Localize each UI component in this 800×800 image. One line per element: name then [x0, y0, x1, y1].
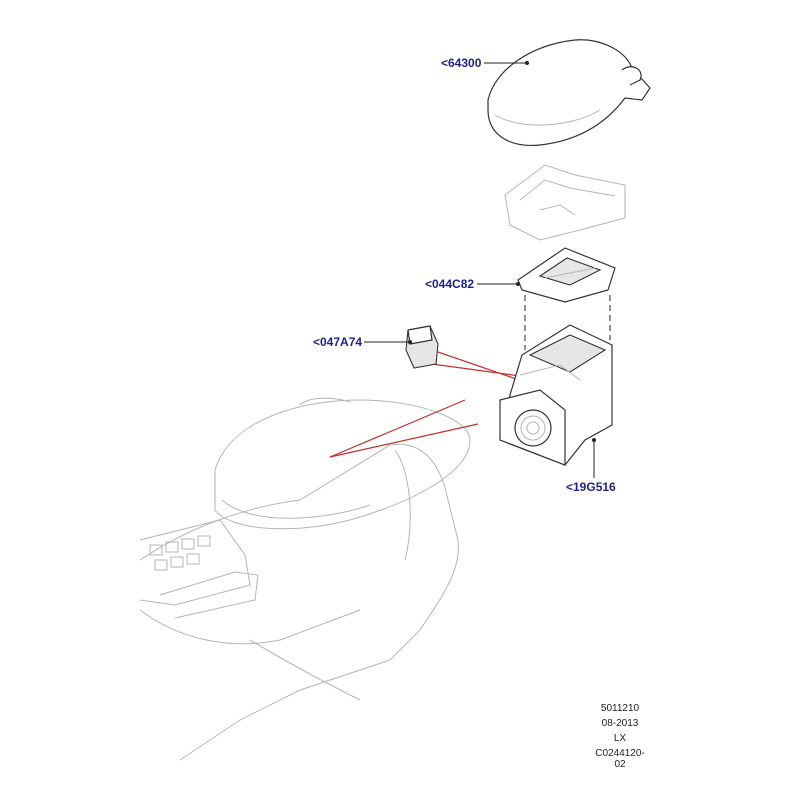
callout-64300: <64300: [441, 56, 482, 70]
center-console-context: [139, 397, 471, 761]
footer-code-2: C0244120-02: [595, 748, 645, 770]
lid-insert-part: [517, 247, 616, 350]
callout-leaders: [364, 61, 596, 478]
footer-date: 08-2013: [601, 718, 639, 729]
armrest-pad-part: [487, 39, 651, 147]
callout-19g516: <19G516: [566, 480, 616, 494]
footer-model: LX: [613, 733, 627, 744]
callout-047a74: <047A74: [313, 335, 363, 349]
callout-044c82: <044C82: [425, 277, 475, 291]
small-clip-part: [405, 325, 439, 369]
footer-code-1: 5011210: [600, 703, 640, 714]
console-bin-part: [499, 324, 613, 466]
hinge-bracket-context: [504, 164, 626, 241]
location-indicator-lines: [329, 351, 526, 458]
